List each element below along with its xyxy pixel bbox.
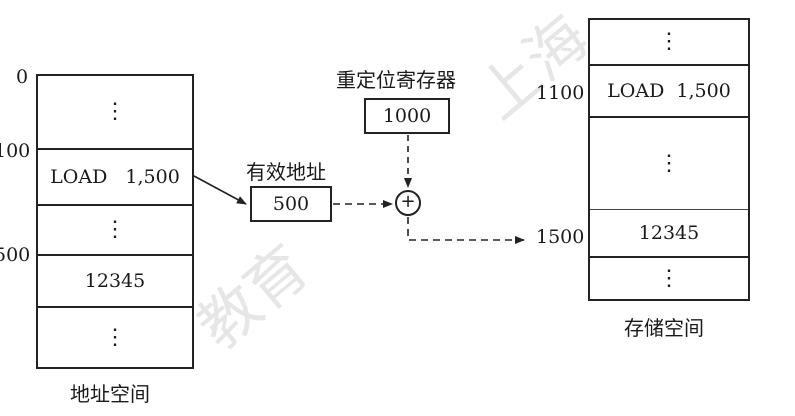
effective-address-label: 有效地址 <box>246 160 326 184</box>
left-address-0: 0 <box>16 66 29 88</box>
right-cell-ellipsis-2: ⋮ <box>590 118 748 210</box>
right-memory-title: 存储空间 <box>624 316 704 340</box>
relocation-register-label: 重定位寄存器 <box>336 68 456 92</box>
right-cell-ellipsis-3: ⋮ <box>658 265 680 291</box>
right-cell-12345: 12345 <box>590 210 748 258</box>
left-cell-ellipsis-1: ⋮ <box>38 76 192 150</box>
left-cell-ellipsis-3: ⋮ <box>104 324 126 350</box>
left-memory-title: 地址空间 <box>70 382 150 406</box>
left-cell-12345: 12345 <box>38 256 192 308</box>
right-address-1500: 1500 <box>536 226 585 248</box>
right-cell-load: LOAD 1,500 <box>590 66 748 118</box>
adder-plus-icon: + <box>400 191 416 212</box>
right-address-1100: 1100 <box>536 82 585 104</box>
right-memory-column: ⋮ LOAD 1,500 ⋮ 12345 ⋮ <box>588 18 750 301</box>
relocation-register-box: 1000 <box>364 98 450 134</box>
left-memory-column: ⋮ LOAD 1,500 ⋮ 12345 ⋮ <box>36 74 194 369</box>
effective-address-box: 500 <box>250 186 332 222</box>
right-cell-ellipsis-1: ⋮ <box>590 20 748 66</box>
left-cell-load: LOAD 1,500 <box>38 150 192 206</box>
adder-to-storage-arrow <box>407 217 525 244</box>
left-address-500: 500 <box>0 244 31 266</box>
adder-circle: + <box>395 190 421 216</box>
load-to-effective-arrow <box>193 175 247 205</box>
left-cell-ellipsis-2: ⋮ <box>38 206 192 256</box>
left-address-100: 100 <box>0 140 31 162</box>
